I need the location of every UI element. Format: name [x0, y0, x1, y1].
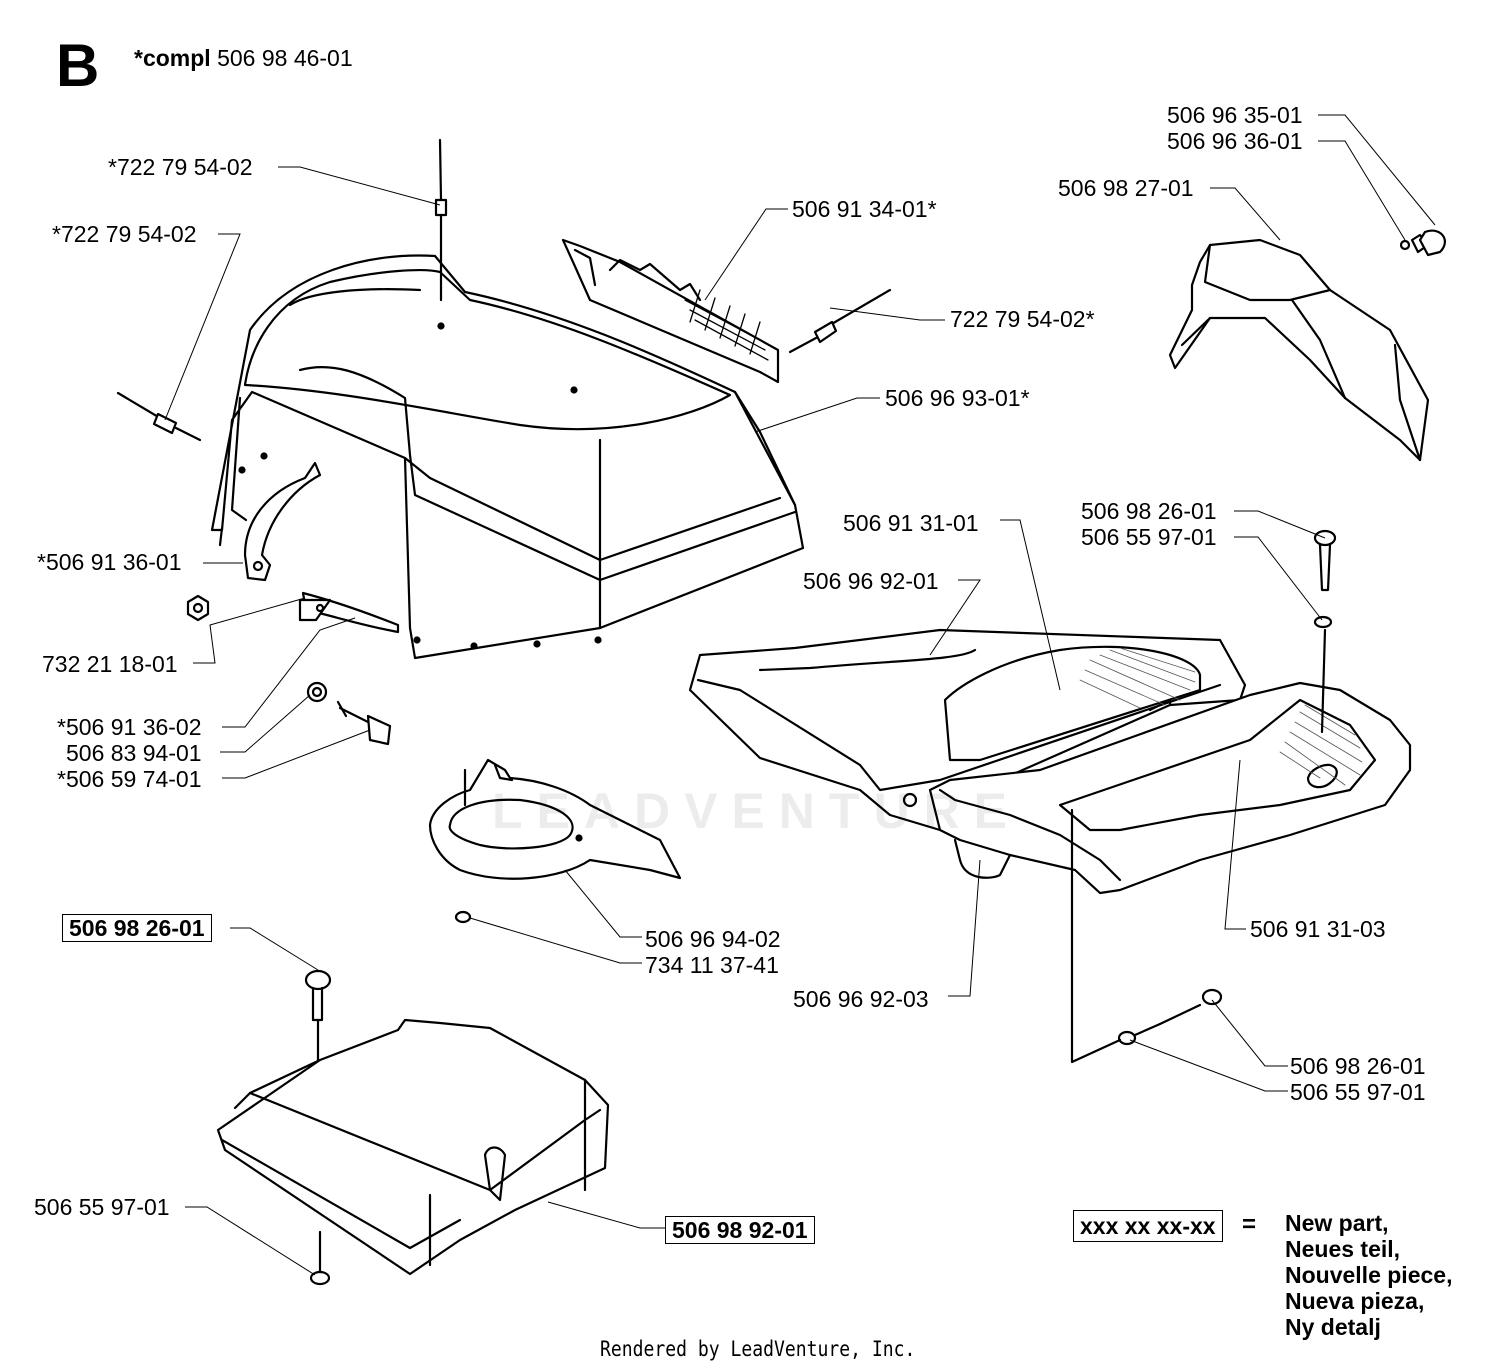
grille-panel [561, 238, 780, 384]
control-bracket [428, 758, 682, 880]
legend-line: Nouvelle piece, [1285, 1262, 1453, 1288]
bracket-washer [454, 910, 472, 924]
part-label: 506 98 26-01 [1290, 1053, 1426, 1079]
part-label: 506 96 94-02 [645, 926, 781, 952]
section-letter: B [56, 32, 100, 99]
part-label: 506 96 93-01* [885, 385, 1030, 411]
part-label: *506 59 74-01 [57, 766, 202, 792]
hood-rivets [116, 138, 892, 442]
part-label: 506 55 97-01 [34, 1194, 170, 1220]
part-label: 506 91 34-01* [792, 196, 937, 222]
compl-number: 506 98 46-01 [217, 45, 353, 71]
part-label: *722 79 54-02 [52, 221, 197, 247]
part-label: 506 96 36-01 [1167, 128, 1303, 154]
fender-knob [1399, 229, 1446, 257]
strap-fasteners [186, 594, 392, 746]
footer-credit: Rendered by LeadVenture, Inc. [600, 1337, 916, 1361]
part-label: 506 91 31-01 [843, 510, 979, 536]
seat-tray [688, 628, 1247, 832]
complete-assembly-label: *compl 506 98 46-01 [134, 45, 353, 71]
part-label: 722 79 54-02* [950, 306, 1095, 332]
part-label: 506 83 94-01 [66, 740, 202, 766]
watermark: LEADVENTURE [492, 783, 1022, 839]
hood-cover [210, 254, 805, 660]
legend-line: New part, [1285, 1210, 1389, 1236]
part-label: 734 11 37-41 [645, 952, 779, 978]
legend-key: xxx xx xx-xx [1073, 1210, 1223, 1242]
legend-line: Neues teil, [1285, 1236, 1401, 1262]
battery-cover [216, 1018, 610, 1276]
new-part-label: 506 98 92-01 [665, 1216, 815, 1244]
part-label: 506 96 35-01 [1167, 102, 1303, 128]
legend-line: Nueva pieza, [1285, 1288, 1425, 1314]
battery-cover-screw [304, 969, 332, 1062]
fender-cover [1168, 238, 1430, 462]
front-tray [928, 681, 1412, 895]
part-label: *506 91 36-02 [57, 714, 202, 740]
legend-text: New part, Neues teil, Nouvelle piece, Nu… [1285, 1210, 1452, 1340]
part-label: 506 55 97-01 [1081, 524, 1217, 550]
part-label: 506 96 92-03 [793, 986, 929, 1012]
part-label: 506 55 97-01 [1290, 1079, 1426, 1105]
tray-screw-bottom [1070, 808, 1223, 1064]
battery-cover-washer [309, 1230, 331, 1286]
hood-strap [243, 461, 400, 634]
legend-equals: = [1242, 1211, 1257, 1238]
part-label: 732 21 18-01 [42, 651, 178, 677]
tray-screw-top [1313, 529, 1337, 734]
part-label: *722 79 54-02 [108, 154, 253, 180]
part-label: 506 91 31-03 [1250, 916, 1386, 942]
new-part-label: 506 98 26-01 [62, 914, 212, 942]
part-label: *506 91 36-01 [37, 549, 182, 575]
compl-prefix: *compl [134, 45, 211, 71]
leader-lines [164, 114, 1436, 1276]
part-label: 506 98 26-01 [1081, 498, 1217, 524]
part-label: 506 98 27-01 [1058, 175, 1194, 201]
legend-line: Ny detalj [1285, 1314, 1381, 1340]
part-label: 506 96 92-01 [803, 568, 939, 594]
